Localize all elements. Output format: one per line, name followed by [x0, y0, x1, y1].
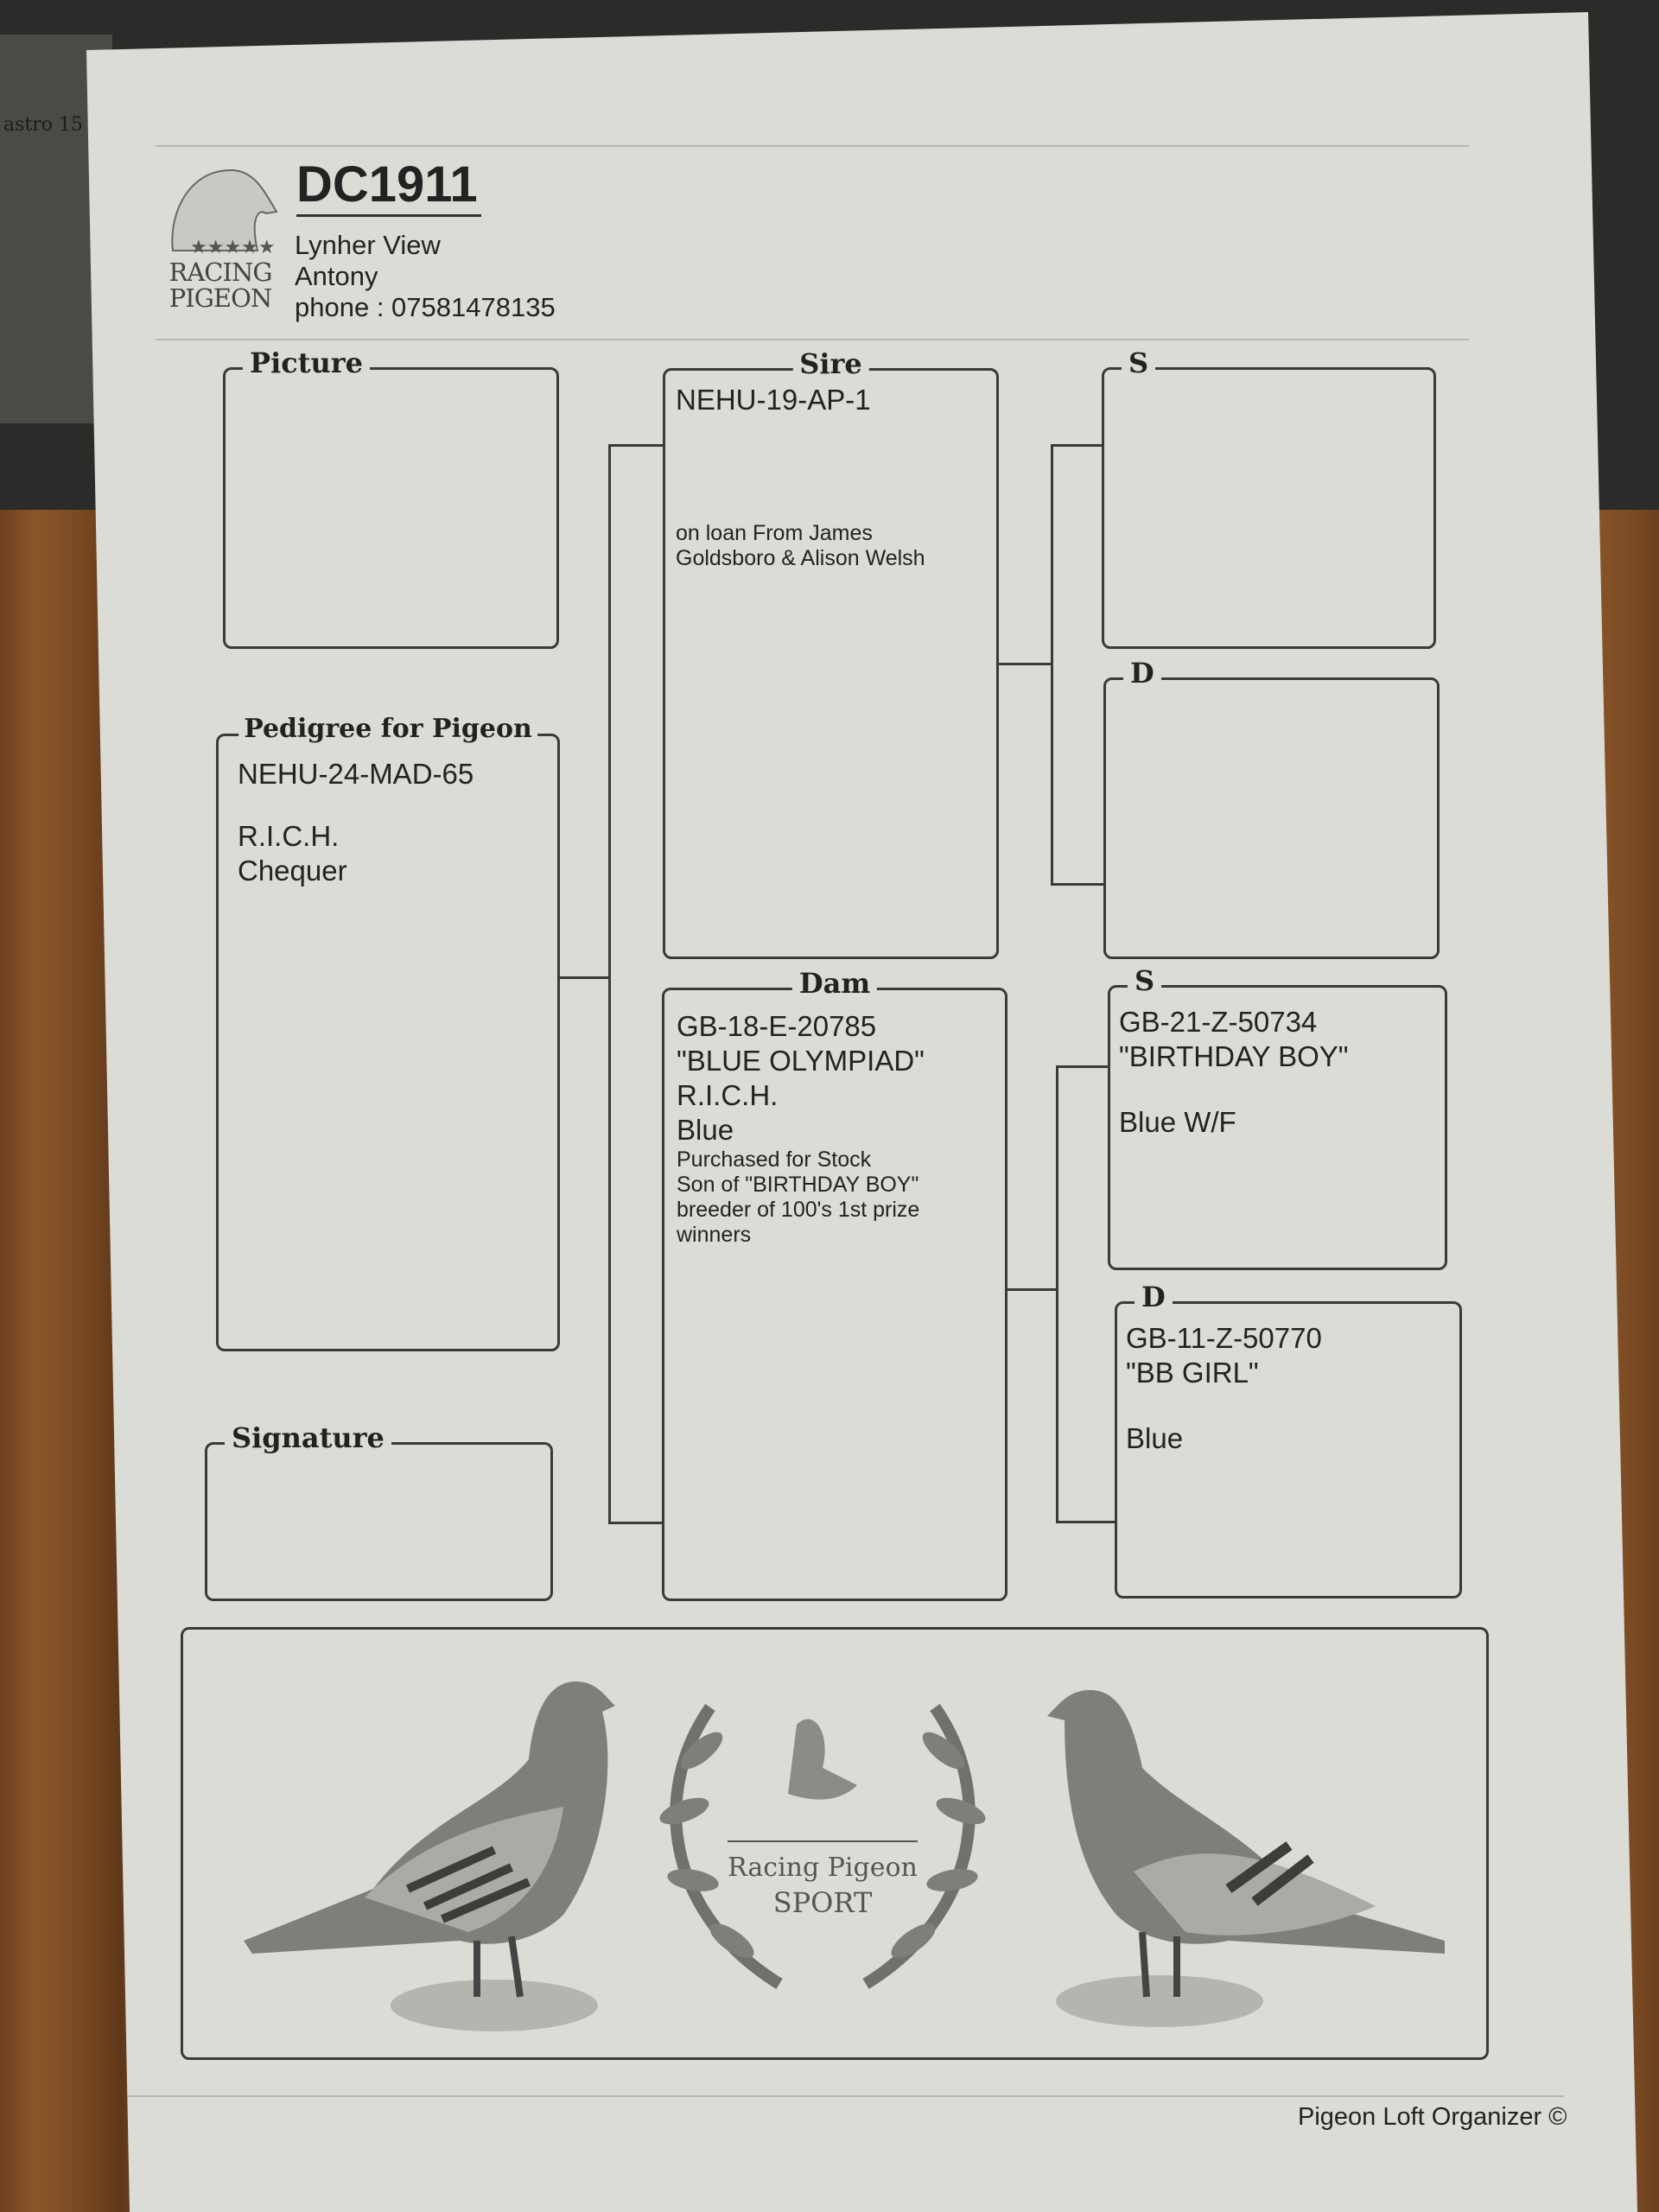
dam-box: Dam GB-18-E-20785 "BLUE OLYMPIAD" R.I.C.…: [662, 966, 1007, 1601]
dam-sire-ring: GB-21-Z-50734: [1119, 1006, 1318, 1038]
pigeon-box: Pedigree for Pigeon NEHU-24-MAD-65 R.I.C…: [216, 712, 560, 1351]
dam-dam-label: D: [1135, 1280, 1173, 1314]
sire-box: Sire NEHU-19-AP-1 on loan From James Gol…: [663, 346, 999, 959]
dam-sire-label: S: [1128, 963, 1162, 998]
sire-note: on loan From James: [676, 521, 873, 545]
sire-ring: NEHU-19-AP-1: [676, 384, 871, 416]
dam-note: winners: [677, 1223, 752, 1247]
address-line2: Antony: [295, 261, 378, 291]
dam-colour: Blue: [677, 1114, 734, 1146]
racing-pigeon-logo: ★★★★★ RACING PIGEON: [156, 160, 285, 328]
connector: [999, 663, 1052, 665]
address-line1: Lynher View: [295, 230, 441, 260]
picture-box: Picture: [223, 346, 559, 649]
pigeon-strain: R.I.C.H.: [238, 820, 340, 852]
banner-line1: Racing Pigeon: [728, 1853, 918, 1883]
device-label: astro 15: [3, 114, 83, 136]
pigeon-head-icon: ★★★★★: [171, 168, 278, 257]
header-rule: [156, 145, 1469, 147]
dam-note: Purchased for Stock: [677, 1147, 872, 1172]
dam-dam-colour: Blue: [1126, 1422, 1184, 1454]
sire-sire-box: S: [1102, 346, 1436, 649]
connector: [1056, 1065, 1109, 1068]
pigeon-right-illustration: [1047, 1690, 1445, 2027]
signature-box: Signature: [205, 1421, 553, 1601]
connector: [1056, 1065, 1058, 1522]
connector: [1007, 1288, 1058, 1291]
picture-label: Picture: [243, 346, 370, 380]
header-bottom-rule: [156, 339, 1469, 340]
pedigree-label: Pedigree for Pigeon: [238, 712, 537, 747]
pigeon-ring: NEHU-24-MAD-65: [238, 758, 474, 790]
sire-dam-label: D: [1123, 656, 1161, 690]
loft-code: DC1911: [296, 156, 481, 217]
dam-note: Son of "BIRTHDAY BOY": [677, 1173, 919, 1197]
dam-dam-ring: GB-11-Z-50770: [1126, 1322, 1322, 1354]
pigeon-colour: Chequer: [238, 855, 347, 887]
footer-credit: Pigeon Loft Organizer ©: [1298, 2103, 1567, 2131]
dam-sire-colour: Blue W/F: [1119, 1106, 1236, 1138]
connector: [1051, 883, 1104, 886]
phone-number: phone : 07581478135: [295, 292, 556, 322]
sire-label: Sire: [792, 346, 869, 381]
sire-sire-label: S: [1122, 346, 1156, 380]
connector: [1056, 1521, 1116, 1523]
dam-ring: GB-18-E-20785: [677, 1010, 877, 1042]
dam-name: "BLUE OLYMPIAD": [677, 1045, 925, 1077]
connector: [1051, 444, 1053, 886]
dam-strain: R.I.C.H.: [677, 1079, 779, 1111]
connector: [608, 444, 663, 447]
decorative-banner: Racing Pigeon SPORT: [181, 1627, 1489, 2060]
dam-sire-box: S GB-21-Z-50734 "BIRTHDAY BOY" Blue W/F: [1108, 963, 1447, 1270]
signature-label: Signature: [225, 1421, 391, 1455]
logo-text-pigeon: PIGEON: [168, 283, 272, 313]
svg-text:★★★★★: ★★★★★: [190, 236, 276, 255]
banner-line2: SPORT: [773, 1886, 873, 1919]
dam-sire-name: "BIRTHDAY BOY": [1119, 1040, 1349, 1072]
connector: [560, 976, 610, 979]
pigeon-left-illustration: [244, 1681, 615, 2031]
connector: [608, 1522, 663, 1524]
sire-note: Goldsboro & Alison Welsh: [676, 546, 925, 570]
dam-label: Dam: [791, 966, 878, 1001]
dam-dam-name: "BB GIRL": [1126, 1357, 1259, 1389]
connector: [1051, 444, 1103, 447]
dam-note: breeder of 100's 1st prize: [677, 1198, 920, 1222]
laurel-wreath-emblem: Racing Pigeon SPORT: [659, 1703, 986, 1989]
footer-rule: [95, 2095, 1564, 2097]
dam-dam-box: D GB-11-Z-50770 "BB GIRL" Blue: [1115, 1280, 1462, 1599]
connector: [608, 444, 611, 1524]
sire-dam-box: D: [1103, 656, 1440, 959]
logo-text-racing: RACING: [168, 257, 273, 287]
